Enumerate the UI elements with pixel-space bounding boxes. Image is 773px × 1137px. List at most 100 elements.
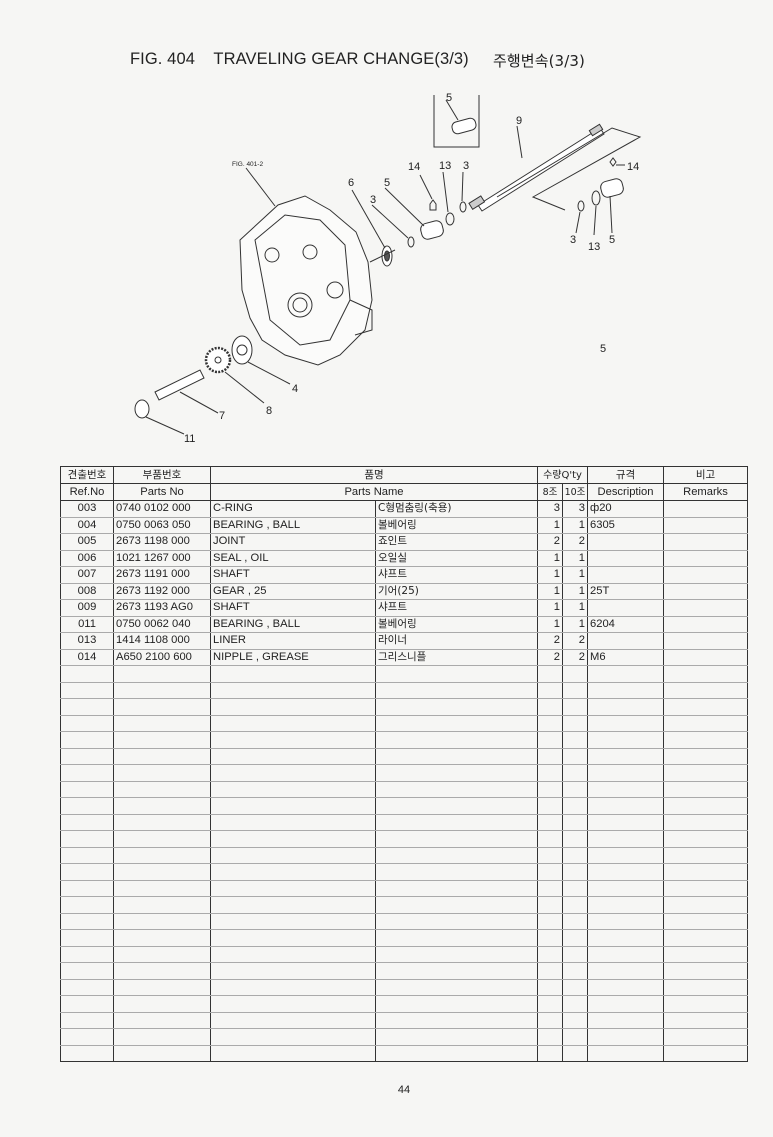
cell-ref: 006 [60, 550, 114, 567]
cell-remarks [663, 863, 748, 881]
cell-name [210, 880, 376, 897]
cell-qty8: 1 [537, 599, 563, 617]
cell-name-kr [375, 946, 538, 963]
cell-qty10 [562, 814, 588, 831]
cell-qty10: 1 [562, 616, 588, 633]
cell-name-kr [375, 1012, 538, 1029]
cell-ref [60, 665, 114, 683]
cell-qty8 [537, 665, 563, 683]
table-row [60, 797, 748, 815]
cell-remarks [663, 566, 748, 584]
cell-qty8 [537, 962, 563, 980]
callout-label: 14 [408, 161, 420, 173]
cell-qty8: 3 [537, 500, 563, 518]
cell-qty10 [562, 682, 588, 699]
cell-name [210, 781, 376, 798]
cell-ref [60, 797, 114, 815]
cell-parts-no [113, 1045, 211, 1062]
cell-qty10: 3 [562, 500, 588, 518]
cell-remarks [663, 665, 748, 683]
table-row [60, 698, 748, 716]
cell-desc: M6 [587, 649, 664, 666]
cell-ref: 011 [60, 616, 114, 633]
cell-ref: 007 [60, 566, 114, 584]
cell-remarks [663, 880, 748, 897]
cell-qty8 [537, 1012, 563, 1029]
cell-name: BEARING , BALL [210, 616, 376, 633]
cell-name [210, 715, 376, 732]
cell-ref: 008 [60, 583, 114, 600]
table-row [60, 830, 748, 848]
callout-label: 8 [266, 405, 272, 417]
title-kr: 주행변속(3/3) [493, 52, 585, 70]
col-parts-name: Parts Name [210, 483, 538, 501]
col-qty-kr: 수량Q'ty [537, 466, 588, 484]
cell-remarks [663, 896, 748, 914]
cell-ref [60, 764, 114, 782]
cell-remarks [663, 995, 748, 1013]
cell-name-kr [375, 682, 538, 699]
cell-name [210, 1028, 376, 1046]
cell-qty10 [562, 1045, 588, 1062]
cell-remarks [663, 847, 748, 864]
cell-qty10: 1 [562, 583, 588, 600]
cell-name-kr [375, 896, 538, 914]
cell-parts-no: 0750 0062 040 [113, 616, 211, 633]
cell-ref [60, 731, 114, 749]
cell-name-kr [375, 880, 538, 897]
callout-label: 13 [588, 241, 600, 253]
cell-qty8: 1 [537, 583, 563, 600]
cell-name [210, 764, 376, 782]
cell-name [210, 797, 376, 815]
cell-name [210, 748, 376, 765]
cell-parts-no [113, 748, 211, 765]
cell-ref [60, 896, 114, 914]
cell-name-kr [375, 1045, 538, 1062]
cell-parts-no: 1021 1267 000 [113, 550, 211, 567]
cell-name [210, 698, 376, 716]
callout-label: 14 [627, 161, 639, 173]
cell-parts-no [113, 682, 211, 699]
cell-ref: 009 [60, 599, 114, 617]
cell-name [210, 863, 376, 881]
cell-ref [60, 781, 114, 798]
cell-name-kr [375, 731, 538, 749]
cap-11 [134, 399, 150, 419]
cell-remarks [663, 682, 748, 699]
cell-qty10 [562, 781, 588, 798]
title-en: FIG. 404 TRAVELING GEAR CHANGE(3/3) [130, 50, 469, 68]
cell-desc [587, 847, 664, 864]
cell-name [210, 1045, 376, 1062]
cell-remarks [663, 715, 748, 732]
cell-qty8 [537, 946, 563, 963]
cell-name-kr [375, 797, 538, 815]
table-row [60, 665, 748, 683]
inset-joint [451, 117, 477, 135]
cell-qty8 [537, 814, 563, 831]
cell-qty10 [562, 748, 588, 765]
cell-parts-no [113, 863, 211, 881]
cell-name-kr [375, 781, 538, 798]
col-qty-8: 8조 [537, 483, 563, 501]
table-row [60, 946, 748, 963]
cell-ref [60, 715, 114, 732]
cell-parts-no [113, 830, 211, 848]
cell-desc [587, 797, 664, 815]
table-row [60, 1028, 748, 1046]
cell-parts-no [113, 814, 211, 831]
table-row [60, 880, 748, 897]
col-ref: Ref.No [60, 483, 114, 501]
cell-qty8 [537, 847, 563, 864]
parts-table: 견출번호 부품번호 품명 수량Q'ty 규격 비고 Ref.No Parts N… [60, 466, 748, 1062]
page-title: FIG. 404 TRAVELING GEAR CHANGE(3/3) 주행변속… [130, 50, 585, 70]
cell-qty8: 1 [537, 566, 563, 584]
cell-name-kr: 라이너 [375, 632, 538, 650]
cell-name-kr [375, 962, 538, 980]
cell-ref [60, 698, 114, 716]
cell-qty8: 2 [537, 649, 563, 666]
cell-ref [60, 962, 114, 980]
